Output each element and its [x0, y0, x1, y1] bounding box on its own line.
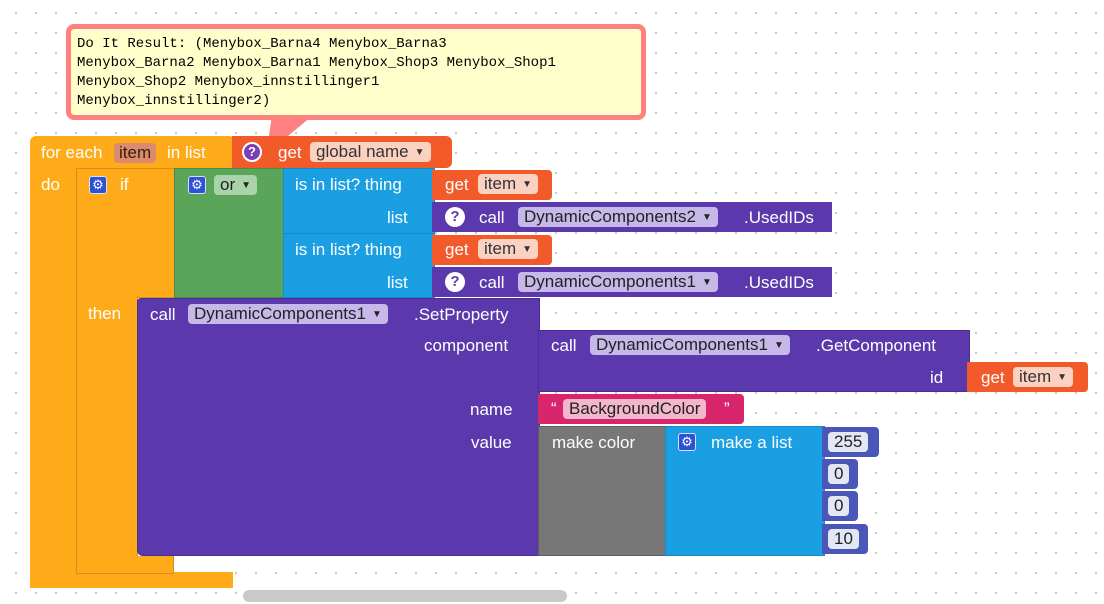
open-quote: “: [551, 399, 557, 418]
get-label: get: [278, 143, 302, 162]
global-name-dropdown[interactable]: global name▼: [310, 142, 431, 162]
foreach-inlist-label: in list: [167, 143, 206, 162]
chevron-down-icon: ▼: [773, 340, 784, 351]
is-in-list-block-1[interactable]: [283, 168, 435, 234]
is-in-list-block-2[interactable]: [283, 233, 435, 298]
foreach-var-dropdown[interactable]: item: [114, 143, 157, 163]
call-label: call: [479, 208, 505, 227]
chevron-down-icon: ▼: [371, 309, 382, 320]
component-dropdown[interactable]: DynamicComponents1▼: [590, 335, 790, 355]
call-label: call: [551, 336, 577, 355]
chevron-down-icon: ▼: [414, 147, 425, 158]
chevron-down-icon: ▼: [701, 212, 712, 223]
get-label: get: [445, 240, 469, 259]
foreach-block-bottom: [30, 572, 233, 588]
method-label: .UsedIDs: [744, 273, 814, 292]
get-label: get: [981, 368, 1005, 387]
close-quote: ”: [724, 399, 730, 418]
call-label: call: [479, 273, 505, 292]
foreach-label: for each: [41, 143, 103, 162]
component-dropdown[interactable]: DynamicComponents2▼: [518, 207, 718, 227]
method-label: .SetProperty: [414, 305, 509, 324]
question-icon[interactable]: ?: [445, 272, 465, 292]
question-icon[interactable]: ?: [242, 142, 262, 162]
is-in-list-list-label: list: [387, 208, 408, 227]
make-a-list-label: make a list: [711, 433, 793, 452]
value-socket-label: value: [471, 433, 512, 452]
get-label: get: [445, 175, 469, 194]
call-label: call: [150, 305, 176, 324]
is-in-list-thing-label: is in list? thing: [295, 175, 402, 194]
chevron-down-icon: ▼: [701, 277, 712, 288]
text-field[interactable]: BackgroundColor: [563, 399, 707, 419]
method-label: .UsedIDs: [744, 208, 814, 227]
if-block-bottom: [76, 556, 174, 574]
item-dropdown[interactable]: item▼: [478, 239, 539, 259]
if-label: if: [120, 175, 129, 194]
make-color-block[interactable]: [538, 426, 667, 556]
if-block-spine: [76, 296, 138, 574]
chevron-down-icon: ▼: [1057, 372, 1068, 383]
method-label: .GetComponent: [816, 336, 937, 355]
gear-icon[interactable]: ⚙: [678, 433, 696, 451]
item-dropdown[interactable]: item▼: [478, 174, 539, 194]
foreach-block-spine: [30, 168, 76, 588]
foreach-do-label: do: [41, 175, 60, 194]
do-it-result-bubble: Do It Result: (Menybox_Barna4 Menybox_Ba…: [66, 24, 646, 120]
number-field[interactable]: 10: [828, 529, 859, 549]
component-dropdown[interactable]: DynamicComponents1▼: [518, 272, 718, 292]
component-socket-label: component: [424, 336, 509, 355]
is-in-list-thing-label: is in list? thing: [295, 240, 402, 259]
or-dropdown[interactable]: or▼: [214, 175, 258, 195]
gear-icon[interactable]: ⚙: [188, 176, 206, 194]
is-in-list-list-label: list: [387, 273, 408, 292]
then-label: then: [88, 304, 122, 323]
number-field[interactable]: 255: [828, 432, 869, 452]
name-socket-label: name: [470, 400, 513, 419]
component-dropdown[interactable]: DynamicComponents1▼: [188, 304, 388, 324]
number-field[interactable]: 0: [828, 496, 850, 516]
chevron-down-icon: ▼: [522, 179, 533, 190]
gear-icon[interactable]: ⚙: [89, 176, 107, 194]
chevron-down-icon: ▼: [522, 244, 533, 255]
workspace-scrollbar[interactable]: [243, 590, 567, 602]
id-socket-label: id: [930, 368, 944, 387]
chevron-down-icon: ▼: [241, 180, 252, 191]
make-color-label: make color: [552, 433, 636, 452]
question-icon[interactable]: ?: [445, 207, 465, 227]
item-dropdown[interactable]: item▼: [1013, 367, 1074, 387]
number-field[interactable]: 0: [828, 464, 850, 484]
